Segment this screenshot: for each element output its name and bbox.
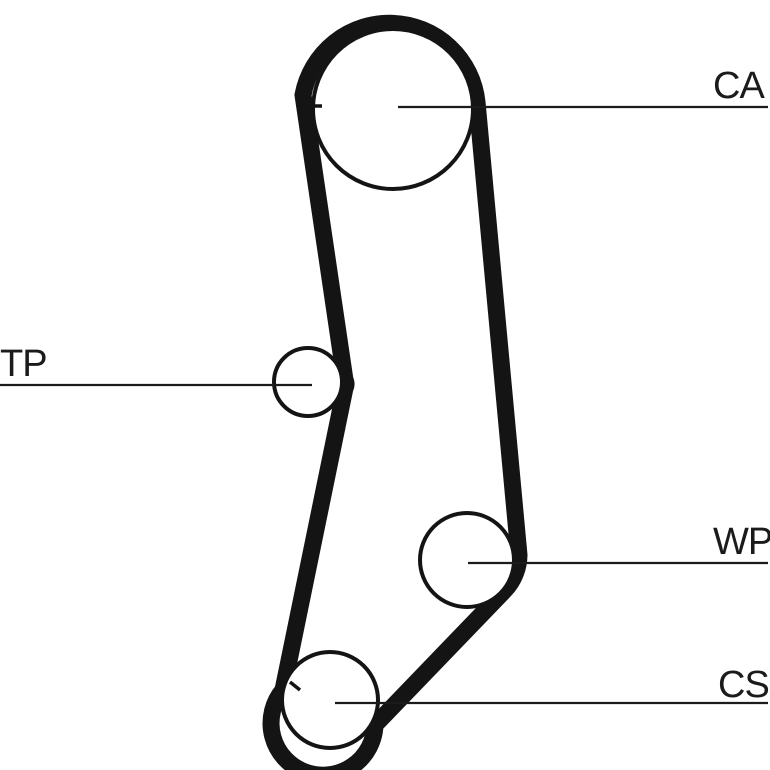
camshaft-pulley bbox=[311, 27, 475, 191]
water-pump-pulley bbox=[418, 511, 516, 609]
cs-label: CS bbox=[718, 664, 769, 706]
crankshaft-timing-mark bbox=[288, 680, 302, 692]
crankshaft-pulley bbox=[280, 650, 380, 750]
ca-label: CA bbox=[713, 65, 765, 107]
wp-label: WP bbox=[713, 521, 770, 563]
tensioner-pulley bbox=[272, 346, 344, 418]
tp-label: TP bbox=[0, 343, 47, 385]
